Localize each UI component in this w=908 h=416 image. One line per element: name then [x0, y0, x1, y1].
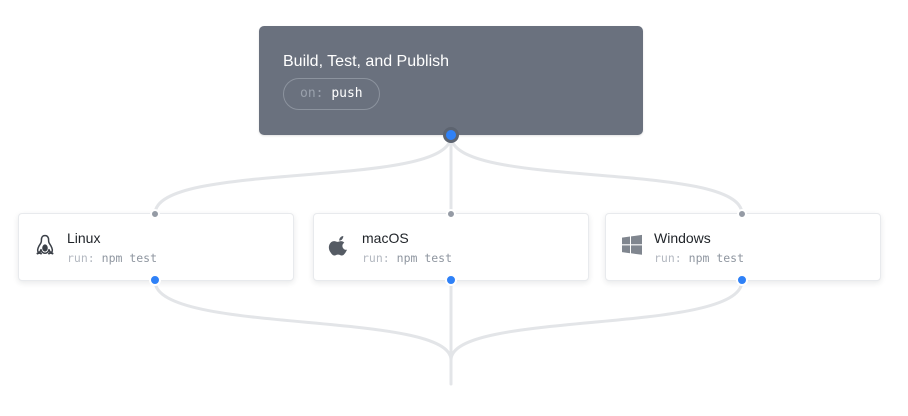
run-value: npm test	[688, 251, 745, 265]
linux-penguin-icon	[36, 234, 54, 255]
trigger-value: push	[331, 86, 363, 101]
trigger-badge: on: push	[283, 78, 380, 110]
run-key: run:	[67, 251, 95, 265]
run-value: npm test	[101, 251, 158, 265]
workflow-title: Build, Test, and Publish	[283, 53, 450, 70]
edge-linux-join	[153, 279, 453, 362]
job-name: Linux	[67, 230, 101, 246]
edge-workflow-windows	[449, 134, 744, 216]
linux-output-port[interactable]	[149, 274, 161, 286]
workflow-output-port[interactable]	[443, 127, 459, 143]
macos-input-port[interactable]	[446, 209, 456, 219]
windows-icon	[622, 234, 642, 255]
job-node-linux[interactable]: Linux run: npm test	[18, 213, 294, 281]
job-name: macOS	[362, 230, 409, 246]
job-node-windows[interactable]: Windows run: npm test	[605, 213, 881, 281]
edge-workflow-linux	[153, 134, 453, 216]
run-key: run:	[654, 251, 682, 265]
windows-output-port[interactable]	[736, 274, 748, 286]
job-command: run: npm test	[67, 251, 157, 265]
job-command: run: npm test	[654, 251, 744, 265]
trigger-key: on:	[300, 86, 324, 101]
linux-input-port[interactable]	[150, 209, 160, 219]
job-node-macos[interactable]: macOS run: npm test	[313, 213, 589, 281]
windows-input-port[interactable]	[737, 209, 747, 219]
job-command: run: npm test	[362, 251, 452, 265]
apple-icon	[328, 236, 347, 256]
job-name: Windows	[654, 230, 711, 246]
run-value: npm test	[396, 251, 453, 265]
workflow-node[interactable]: Build, Test, and Publish on: push	[259, 26, 643, 135]
run-key: run:	[362, 251, 390, 265]
edge-windows-join	[449, 279, 744, 362]
macos-output-port[interactable]	[445, 274, 457, 286]
